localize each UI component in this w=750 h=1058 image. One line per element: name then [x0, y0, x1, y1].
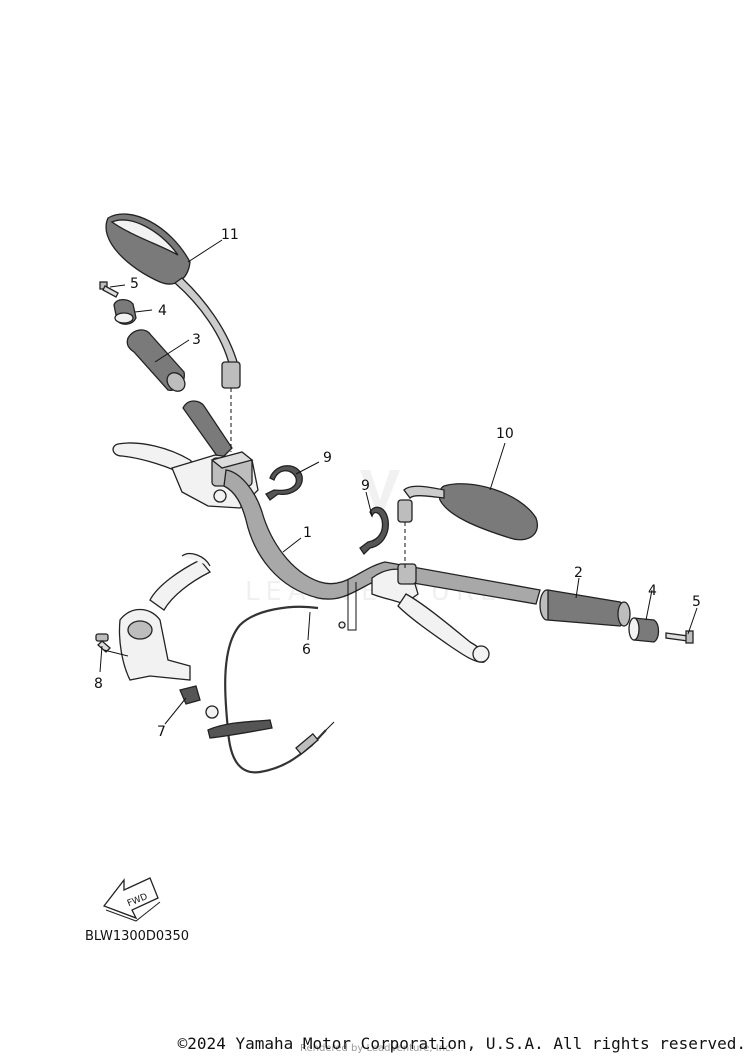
- callout-9-left: 9: [323, 450, 332, 466]
- cable-guide: [179, 685, 219, 719]
- fwd-arrow-icon: FWD: [102, 877, 161, 922]
- left-grip: [126, 329, 186, 392]
- callout-11: 11: [221, 227, 239, 243]
- handlebar-left-end: [182, 400, 233, 462]
- clutch-cable: [207, 605, 346, 774]
- frame-bracket-assembly: [118, 552, 212, 681]
- callout-1: 1: [303, 525, 312, 541]
- callout-10: 10: [496, 426, 514, 442]
- right-clutch-lever-assembly: [371, 563, 490, 663]
- watermark-credit: Rendered by LeadVenture, Inc.: [300, 1043, 454, 1054]
- right-grip: [539, 589, 631, 627]
- left-mirror: [105, 213, 241, 389]
- callout-7: 7: [157, 724, 166, 740]
- callout-9-right: 9: [361, 478, 370, 494]
- right-end-weight: [628, 617, 660, 643]
- callout-5-left: 5: [130, 276, 139, 292]
- left-end-screw: [99, 281, 119, 298]
- assembly-lines: [230, 388, 406, 631]
- diagram-code: BLW1300D0350: [85, 929, 189, 944]
- bracket-bolt: [95, 633, 111, 653]
- callout-4-left: 4: [158, 303, 167, 319]
- callout-3: 3: [192, 332, 201, 348]
- left-end-weight: [113, 298, 137, 325]
- right-end-screw: [665, 630, 694, 644]
- callout-8: 8: [94, 676, 103, 692]
- callout-4-right: 4: [648, 583, 657, 599]
- callout-5-right: 5: [692, 594, 701, 610]
- cable-band-left: [265, 465, 303, 501]
- leader-lines: [99, 239, 698, 725]
- copyright-notice: ©2024 Yamaha Motor Corporation, U.S.A. A…: [177, 1034, 746, 1053]
- callout-2: 2: [574, 565, 583, 581]
- cable-band-right: [359, 506, 389, 556]
- callout-6: 6: [302, 642, 311, 658]
- right-mirror: [397, 483, 538, 541]
